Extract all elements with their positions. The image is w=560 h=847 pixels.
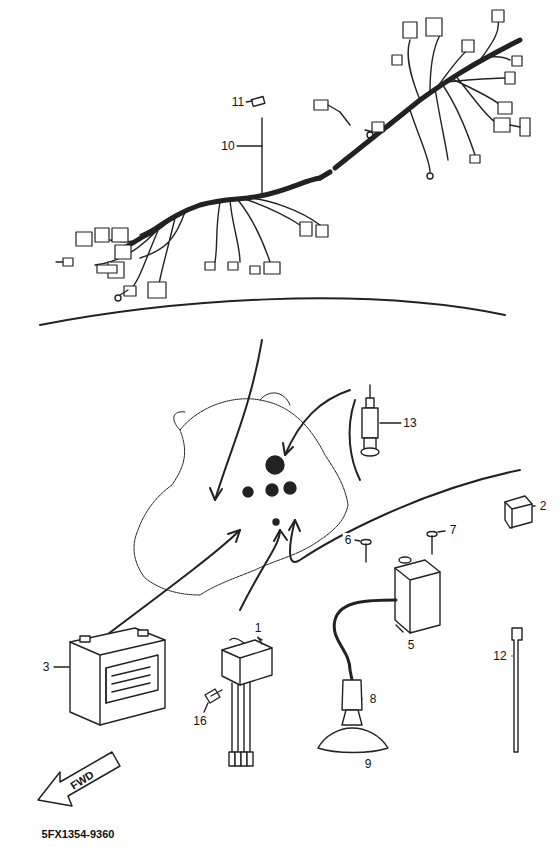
high-tension-lead <box>334 600 396 680</box>
motorcycle-outline <box>134 399 348 595</box>
cdi-unit <box>222 637 272 766</box>
callout-number: 13 <box>401 416 418 430</box>
screw <box>361 532 437 563</box>
callout-number: 6 <box>343 533 354 547</box>
callout-number: 16 <box>191 714 208 728</box>
switch <box>361 385 379 456</box>
callout-number: 2 <box>538 499 549 513</box>
diagram-code: 5FX1354-9360 <box>40 827 117 841</box>
callout-number: 3 <box>41 660 52 674</box>
bolt <box>205 689 222 703</box>
callout-number: 11 <box>230 95 246 109</box>
direction-label: FWD <box>66 766 98 793</box>
forward-arrow <box>38 752 120 806</box>
relay <box>505 496 532 528</box>
ignition-coil <box>395 557 440 633</box>
callout-number: 10 <box>219 139 236 153</box>
clamp <box>251 97 264 107</box>
wire-harness <box>120 40 520 250</box>
callout-number: 5 <box>406 638 417 652</box>
callout-number: 12 <box>491 649 508 663</box>
callout-number: 1 <box>253 621 264 635</box>
callout-number: 9 <box>363 757 374 771</box>
plug-cap <box>318 680 388 753</box>
cable-strap <box>512 628 522 752</box>
callout-number: 7 <box>448 523 459 537</box>
callout-number: 8 <box>368 692 379 706</box>
battery <box>70 628 165 725</box>
